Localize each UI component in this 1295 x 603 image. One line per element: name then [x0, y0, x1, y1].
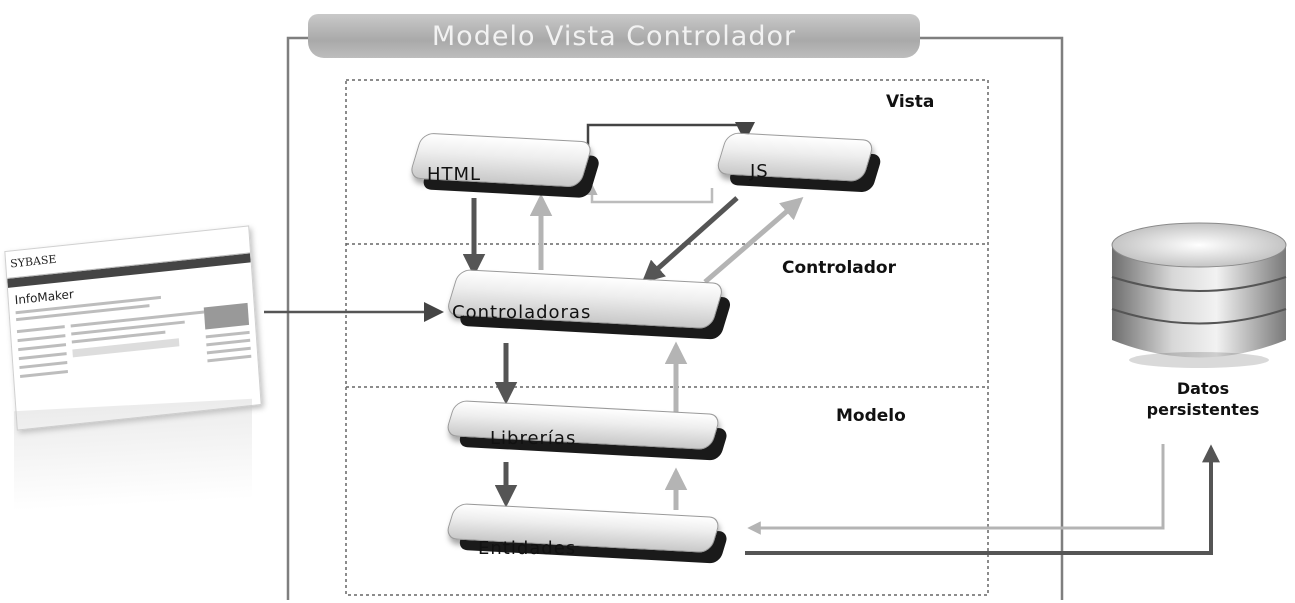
- thumbnail-right-panel: [203, 302, 252, 367]
- section-label-controlador: Controlador: [782, 258, 896, 278]
- arrow-html-to-js: [586, 122, 755, 150]
- arrow-db-to-entidades: [747, 444, 1165, 535]
- arrow-controladoras-to-js: [703, 197, 804, 284]
- section-label-modelo: Modelo: [836, 406, 906, 426]
- section-boxes: [345, 79, 989, 596]
- thumbnail-content: [64, 308, 208, 382]
- arrow-js-to-html: [586, 183, 714, 204]
- node-js-label: JS: [750, 161, 769, 182]
- section-label-vista: Vista: [886, 92, 935, 112]
- thumbnail-reflection: [14, 398, 252, 512]
- node-entidades-label: Entidades: [478, 538, 577, 559]
- database-label-line1: Datos: [1176, 379, 1230, 398]
- outer-frame: [286, 36, 1064, 600]
- node-html-label: HTML: [427, 164, 482, 185]
- thumbnail-logo: SYBASE: [9, 252, 57, 271]
- arrow-entidades-to-db: [745, 444, 1220, 555]
- database-label-line2: persistentes: [1146, 400, 1260, 419]
- database-label: Datos persistentes: [1108, 378, 1295, 420]
- node-librerias-label: Librerías: [490, 428, 577, 449]
- diagram-title: Modelo Vista Controlador: [308, 14, 920, 58]
- database-icon: [1111, 222, 1287, 368]
- thumbnail-sidebar: [16, 322, 69, 387]
- node-controladoras-label: Controladoras: [452, 302, 592, 323]
- arrow-js-to-controladoras: [641, 196, 739, 283]
- node-js: [714, 132, 876, 182]
